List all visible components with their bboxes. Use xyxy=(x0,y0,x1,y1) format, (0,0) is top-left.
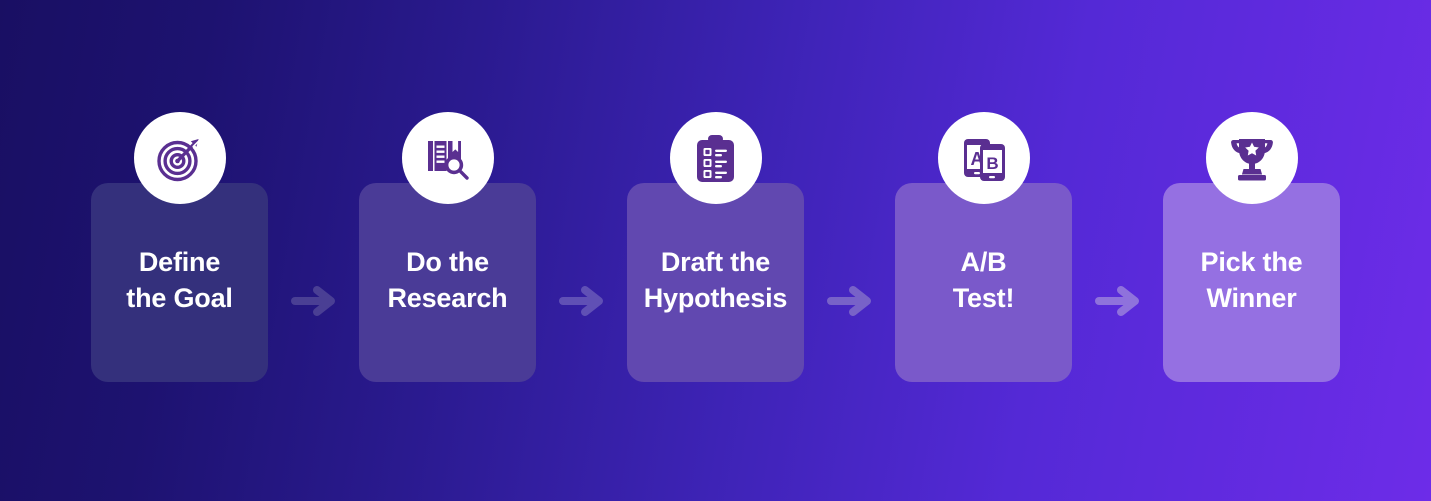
process-step-1[interactable]: Define the Goal xyxy=(91,0,268,501)
target-icon xyxy=(154,132,206,184)
step-icon-bubble-2 xyxy=(401,112,494,204)
svg-text:B: B xyxy=(986,154,998,173)
connector-1 xyxy=(268,0,359,501)
step-card-5[interactable]: Pick the Winner xyxy=(1163,183,1340,382)
step-icon-bubble-4: A B xyxy=(937,112,1030,204)
connector-4 xyxy=(1072,0,1163,501)
trophy-icon xyxy=(1226,132,1278,184)
process-step-2[interactable]: Do the Research xyxy=(359,0,536,501)
step-label-4: A/B Test! xyxy=(952,246,1015,313)
step-label-2: Do the Research xyxy=(387,246,508,313)
arrow-right-icon xyxy=(558,281,606,321)
step-icon-bubble-1 xyxy=(133,112,226,204)
step-icon-bubble-3 xyxy=(669,112,762,204)
step-card-4[interactable]: A/B Test! xyxy=(895,183,1072,382)
process-step-4[interactable]: A/B Test! A B xyxy=(895,0,1072,501)
ab-test-devices-icon: A B xyxy=(958,132,1010,184)
step-label-5: Pick the Winner xyxy=(1200,246,1303,313)
step-label-3: Draft the Hypothesis xyxy=(643,246,788,313)
step-label-1: Define the Goal xyxy=(126,246,233,313)
clipboard-checklist-icon xyxy=(690,132,742,184)
step-icon-bubble-5 xyxy=(1205,112,1298,204)
arrow-right-icon xyxy=(1094,281,1142,321)
process-step-3[interactable]: Draft the Hypothesis xyxy=(627,0,804,501)
step-card-1[interactable]: Define the Goal xyxy=(91,183,268,382)
step-card-2[interactable]: Do the Research xyxy=(359,183,536,382)
step-card-3[interactable]: Draft the Hypothesis xyxy=(627,183,804,382)
book-search-icon xyxy=(422,132,474,184)
arrow-right-icon xyxy=(826,281,874,321)
connector-2 xyxy=(536,0,627,501)
connector-3 xyxy=(804,0,895,501)
arrow-right-icon xyxy=(290,281,338,321)
process-step-5[interactable]: Pick the Winner xyxy=(1163,0,1340,501)
